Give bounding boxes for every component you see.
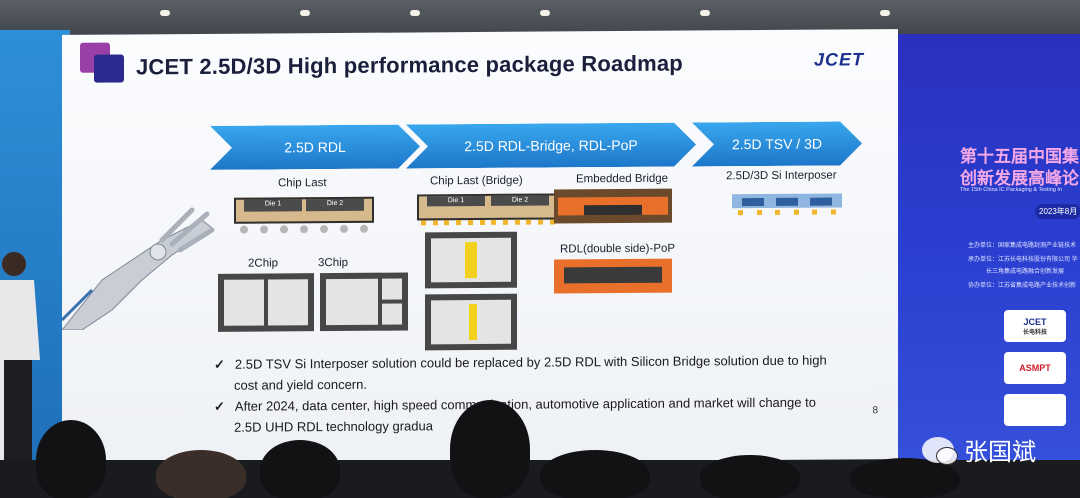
audience-head [700,455,800,498]
organizer-line: 协办单位：江苏省集成电路产业技术创新 [968,283,1077,289]
embedded-bridge-package [554,188,672,226]
speaker-person [0,252,40,465]
chevron-rdl-bridge: 2.5D RDL-Bridge, RDL-PoP [406,122,696,168]
bridge-top-view-2 [425,293,517,351]
audience-head [850,458,960,498]
audience-head [156,450,246,498]
banner-subtitle: The 15th China IC Packaging & Testing In [960,187,1063,193]
audience-head [260,440,340,498]
banner-date: 2023年8月 [1035,204,1080,219]
sponsor-logo [1004,394,1066,426]
organizer-line: 主办单位：国家集成电路封测产业链技术 [968,243,1077,249]
bullet-list: ✓2.5D TSV Si Interposer solution could b… [214,349,854,437]
label-chip-last: Chip Last [278,177,327,190]
robot-hand-icon [62,207,215,330]
list-item: ✓After 2024, data center, high speed com… [214,394,816,414]
banner-title: 创新发展高峰论 [960,169,1079,188]
wechat-icon [922,436,958,465]
list-item: ✓2.5D TSV Si Interposer solution could b… [214,352,827,372]
chevron-2-5d-rdl: 2.5D RDL [210,124,420,169]
watermark: 张国斌 [922,432,1036,467]
banner-title: 第十五届中国集 [960,147,1079,166]
label-3chip: 3Chip [318,256,349,270]
ceiling-light [880,10,890,16]
audience-head [450,400,530,498]
ceiling-light [300,10,310,16]
organizer-line: 长三角集成电路融合创新发展 [986,269,1065,275]
label-si-interposer: 2.5D/3D Si Interposer [726,169,837,183]
two-chip-top-view [218,273,314,332]
ceiling-light [540,10,550,16]
chevron-tsv-3d: 2.5D TSV / 3D [692,121,862,166]
rdl-pop-package [554,258,672,296]
slide-logo-icon [80,42,128,83]
label-rdl-pop: RDL(double side)-PoP [560,242,676,256]
sponsor-logo-jcet: JCET 长电科技 [1004,310,1066,342]
sponsor-logo-asmpt: ASMPT [1004,352,1066,384]
watermark-text: 张国斌 [964,439,1036,466]
chip-last-package: Die 1 Die 2 [234,191,374,252]
chip-last-bridge-package: Die 1 Die 2 [417,189,559,230]
label-embedded-bridge: Embedded Bridge [576,172,669,186]
organizer-line: 承办单位：江苏长电科技股份有限公司 华 [968,257,1078,263]
label-chip-last-bridge: Chip Last (Bridge) [430,174,523,188]
audience-head [540,450,650,498]
ceiling-light [160,10,170,16]
three-chip-top-view [320,272,408,332]
page-number: 8 [872,405,878,417]
ceiling-light [700,10,710,16]
event-banner: 第十五届中国集 创新发展高峰论 The 15th China IC Packag… [898,34,1080,464]
jcet-logo: JCET [813,49,864,70]
list-item: 2.5D UHD RDL technology gradua [234,418,433,435]
ceiling-light [410,10,420,16]
label-2chip: 2Chip [248,257,279,270]
bridge-top-view-1 [425,231,517,289]
audience-head [36,420,106,498]
slide-title: JCET 2.5D/3D High performance package Ro… [136,50,683,80]
si-interposer-package [732,187,842,220]
